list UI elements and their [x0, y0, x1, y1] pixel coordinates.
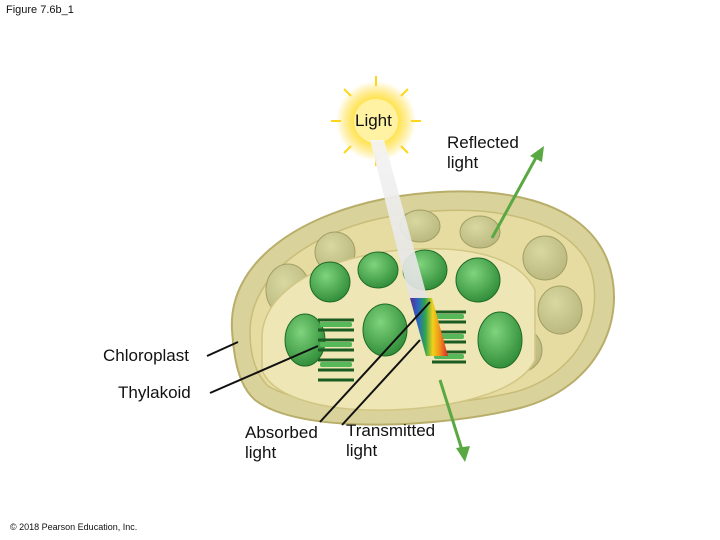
transmitted-light-arrow: [438, 379, 470, 462]
absorbed-light-label: Absorbed light: [245, 423, 318, 462]
thylakoid-leader: [209, 345, 319, 394]
reflected-light-arrow: [490, 146, 544, 239]
chloroplast-label: Chloroplast: [103, 346, 189, 365]
light-label: Light: [355, 111, 392, 130]
transmitted-light-label: Transmitted light: [346, 421, 436, 460]
copyright-notice: © 2018 Pearson Education, Inc.: [10, 522, 138, 532]
absorbed-leader: [319, 301, 431, 423]
sun-icon: [331, 76, 421, 166]
thylakoid-label: Thylakoid: [118, 383, 191, 402]
sectioned-thylakoid-stack: [318, 310, 466, 382]
reflected-light-label: Reflected light: [447, 133, 519, 172]
transmitted-leader: [341, 339, 421, 426]
light-beam: [370, 140, 428, 300]
figure-label: Figure 7.6b_1: [6, 4, 74, 16]
leader-lines: [206, 301, 431, 426]
chloroplast-leader: [206, 341, 239, 357]
